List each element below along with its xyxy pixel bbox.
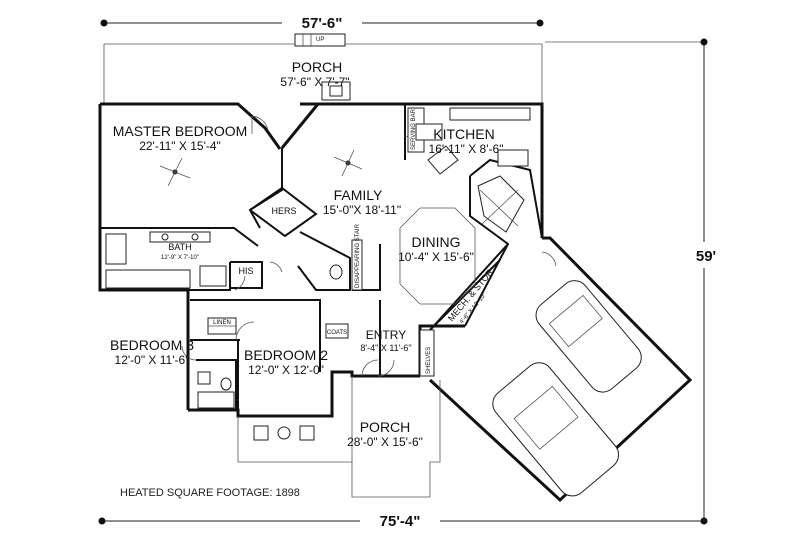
linen-label: LINEN	[213, 320, 231, 326]
garage-cars	[492, 280, 642, 497]
master-bedroom-name: MASTER BEDROOM	[113, 123, 248, 139]
kitchen-name: KITCHEN	[433, 126, 494, 142]
serving-bar-label: SERVING BAR	[411, 108, 417, 150]
heated-footage-label: HEATED SQUARE FOOTAGE: 1898	[120, 487, 300, 499]
dimension-bottom-label: 75'-4"	[380, 513, 421, 530]
porch-top-size: 57'-6" X 7'-7"	[280, 75, 349, 89]
bedroom3-name: BEDROOM 3	[110, 337, 194, 353]
family-size: 15'-0"X 18'-11"	[323, 203, 401, 217]
dimension-top: 57'-6"	[100, 10, 544, 34]
ceiling-fan-family	[333, 149, 363, 177]
disappearing-stair	[351, 239, 363, 291]
porch-bottom-outline	[237, 376, 441, 498]
hers-closet-label: HERS	[271, 206, 296, 216]
porch-bottom-name: PORCH	[360, 419, 411, 435]
coats-label: COATS	[327, 330, 347, 336]
bedroom3-size: 12'-0" X 11'-6"	[115, 353, 190, 367]
ceiling-fan-master	[159, 157, 191, 187]
kitchen-fixtures	[407, 107, 531, 233]
dining-octagon	[399, 207, 476, 305]
bath-size: 12'-9" X 7'-10"	[161, 255, 199, 261]
dimension-right: 59'	[545, 38, 722, 521]
porch-top-name: PORCH	[292, 59, 343, 75]
dimension-top-label: 57'-6"	[302, 15, 343, 32]
shelves-label: SHELVES	[426, 347, 432, 374]
family-name: FAMILY	[334, 187, 383, 203]
his-closet-label: HIS	[238, 266, 253, 276]
bedroom2-name: BEDROOM 2	[244, 347, 328, 363]
dimension-right-label: 59'	[696, 248, 716, 265]
dining-name: DINING	[412, 234, 461, 250]
entry-size: 8'-4" X 11'-6"	[360, 343, 411, 353]
dimension-bottom: 75'-4"	[98, 510, 708, 532]
entry-name: ENTRY	[366, 328, 406, 342]
interior-walls	[100, 104, 543, 416]
disappearing-stair-label: DISAPPEARING STAIR	[355, 223, 361, 288]
kitchen-size: 16'-11" X 8'-6"	[429, 142, 504, 156]
bath-name: BATH	[168, 242, 191, 252]
bath-fixtures	[105, 231, 343, 409]
stair-up-label: UP	[316, 37, 324, 43]
porch-top-outline: UP	[103, 33, 543, 104]
dining-size: 10'-4" X 15'-6"	[398, 250, 474, 264]
master-bedroom-size: 22'-11" X 15'-4"	[139, 139, 221, 153]
bedroom2-size: 12'-0" X 12'-0"	[248, 363, 324, 377]
porch-bottom-size: 28'-0" X 15'-6"	[347, 435, 423, 449]
